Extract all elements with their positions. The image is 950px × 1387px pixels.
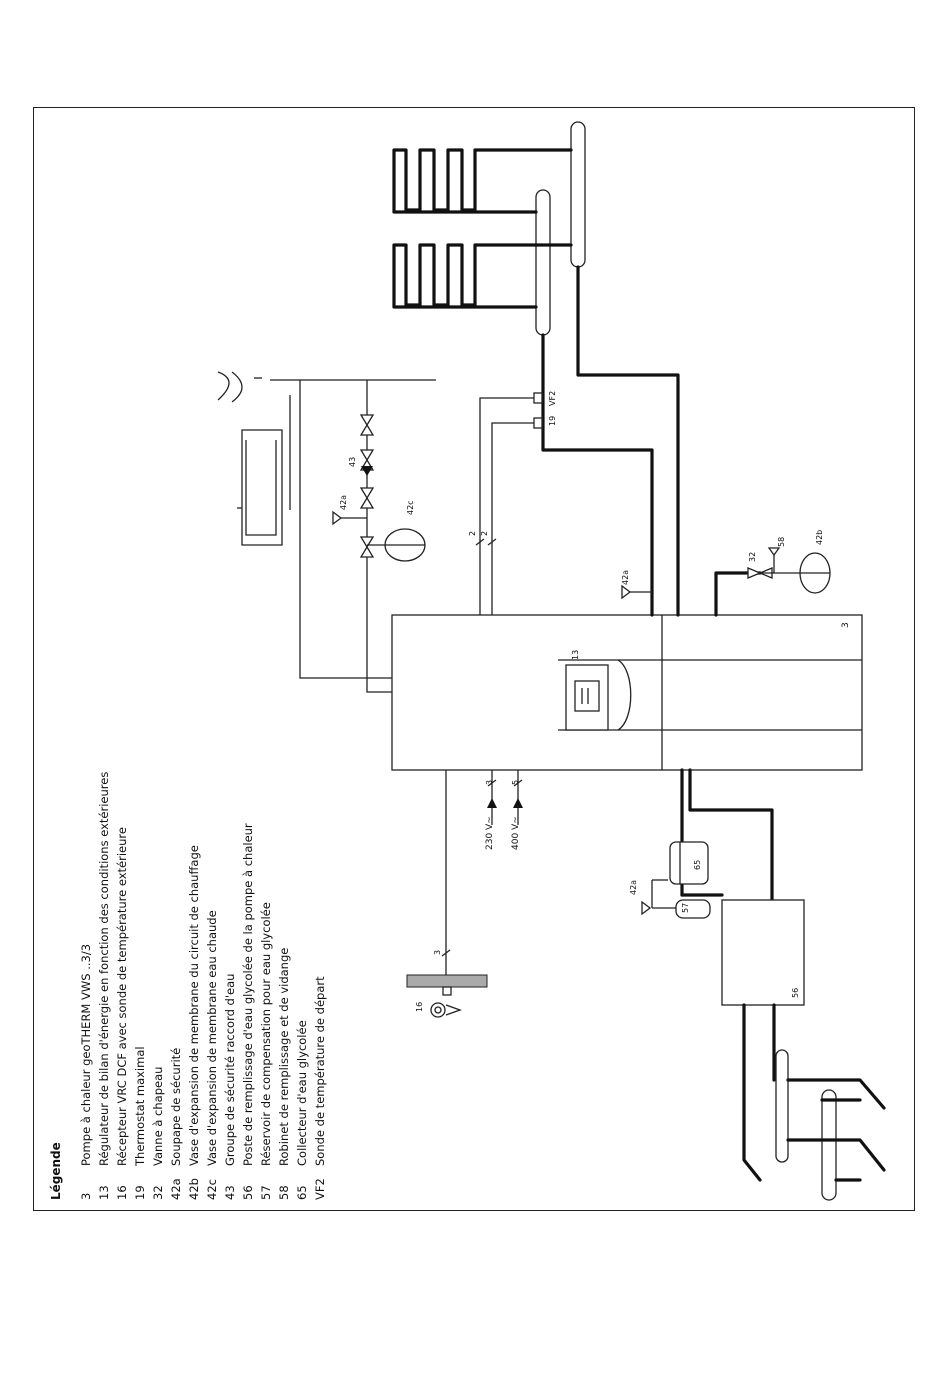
ground-collector-b <box>821 1089 837 1201</box>
legend-num: 32 <box>151 1185 165 1200</box>
brine-circuit: 56 57 42a 65 <box>629 768 886 1201</box>
ground-collector-a <box>775 1049 789 1163</box>
legend-text: Poste de remplissage d'eau glycolée de l… <box>241 823 255 1166</box>
legend-num: 16 <box>115 1185 129 1200</box>
label-tap-58: 58 <box>777 537 786 547</box>
legend-text: Vase d'expansion de membrane eau chaude <box>205 910 219 1166</box>
legend-text: Thermostat maximal <box>133 1046 147 1167</box>
legend: Légende 3 Pompe à chaleur geoTHERM VWS .… <box>49 772 327 1200</box>
label-collector: 65 <box>693 860 702 870</box>
label-cable-sensor: 3 <box>433 950 442 955</box>
legend-num: 56 <box>241 1185 255 1200</box>
legend-text: Récepteur VRC DCF avec sonde de températ… <box>115 827 129 1166</box>
label-supply-400: 400 V~ <box>511 816 521 850</box>
diagram-frame <box>33 107 915 1211</box>
legend-num: 42b <box>187 1178 201 1200</box>
legend-text: Robinet de remplissage et de vidange <box>277 948 291 1166</box>
legend-num: 65 <box>295 1185 309 1200</box>
label-receiver: 16 <box>415 1002 424 1012</box>
label-supply-230: 230 V~ <box>485 816 495 850</box>
label-valve-42a-bottom: 42a <box>629 880 638 895</box>
legend-num: 42c <box>205 1179 219 1200</box>
heating-collector-return <box>570 121 586 268</box>
legend-num: 58 <box>277 1185 291 1200</box>
legend-text: Collecteur d'eau glycolée <box>295 1020 309 1166</box>
safety-valve-42a-mid: 42a <box>621 570 652 600</box>
label-group-43: 43 <box>348 457 357 467</box>
receiver-16: 3 16 <box>406 770 488 1018</box>
legend-list: 3 Pompe à chaleur geoTHERM VWS ..3/3 13 … <box>79 772 327 1200</box>
label-controller: 13 <box>571 650 580 660</box>
legend-num: VF2 <box>313 1178 327 1200</box>
legend-text: Sonde de température de départ <box>313 976 327 1166</box>
legend-text: Vanne à chapeau <box>151 1067 165 1166</box>
label-max-thermostat: 19 <box>548 416 557 426</box>
brine-station-56 <box>721 899 805 1006</box>
electrical-supply: 3 5 230 V~ 400 V~ <box>485 770 523 850</box>
label-cable-400: 5 <box>511 780 520 785</box>
label-vessel-42c: 42c <box>406 500 415 515</box>
label-valve-42a-top: 42a <box>339 495 348 510</box>
label-valve-42a-mid: 42a <box>621 570 630 585</box>
legend-text: Soupape de sécurité <box>169 1048 183 1166</box>
legend-text: Vase d'expansion de membrane du circuit … <box>187 845 201 1166</box>
legend-text: Régulateur de bilan d'énergie en fonctio… <box>97 772 111 1166</box>
legend-num: 13 <box>97 1185 111 1200</box>
legend-num: 42a <box>169 1178 183 1200</box>
sensors-vf2-19: VF2 19 2 2 <box>468 391 557 615</box>
expansion-group-42b: 32 58 42b <box>714 530 831 617</box>
legend-text: Pompe à chaleur geoTHERM VWS ..3/3 <box>79 944 93 1166</box>
label-flow-sensor: VF2 <box>548 391 557 406</box>
label-heat-pump: 3 <box>841 622 851 628</box>
legend-num: 3 <box>79 1193 93 1200</box>
label-tank: 57 <box>681 903 690 913</box>
legend-num: 43 <box>223 1185 237 1200</box>
heating-collector-flow <box>535 189 551 336</box>
label-valve-32: 32 <box>748 552 757 562</box>
heat-pump-unit: 3 <box>391 614 863 771</box>
label-cable-vf2: 2 <box>480 531 489 536</box>
label-cable-230: 3 <box>485 780 494 785</box>
heating-circuits <box>392 121 680 617</box>
label-cable-19: 2 <box>468 531 477 536</box>
controller-13: 13 <box>565 650 609 731</box>
hot-water-circuit: 43 42a 42c <box>217 371 436 693</box>
legend-title: Légende <box>49 1142 63 1200</box>
legend-num: 19 <box>133 1185 147 1200</box>
label-station: 56 <box>791 988 800 998</box>
label-vessel-42b: 42b <box>815 530 824 545</box>
legend-num: 57 <box>259 1185 273 1200</box>
legend-text: Réservoir de compensation pour eau glyco… <box>259 902 273 1166</box>
legend-text: Groupe de sécurité raccord d'eau <box>223 974 237 1166</box>
